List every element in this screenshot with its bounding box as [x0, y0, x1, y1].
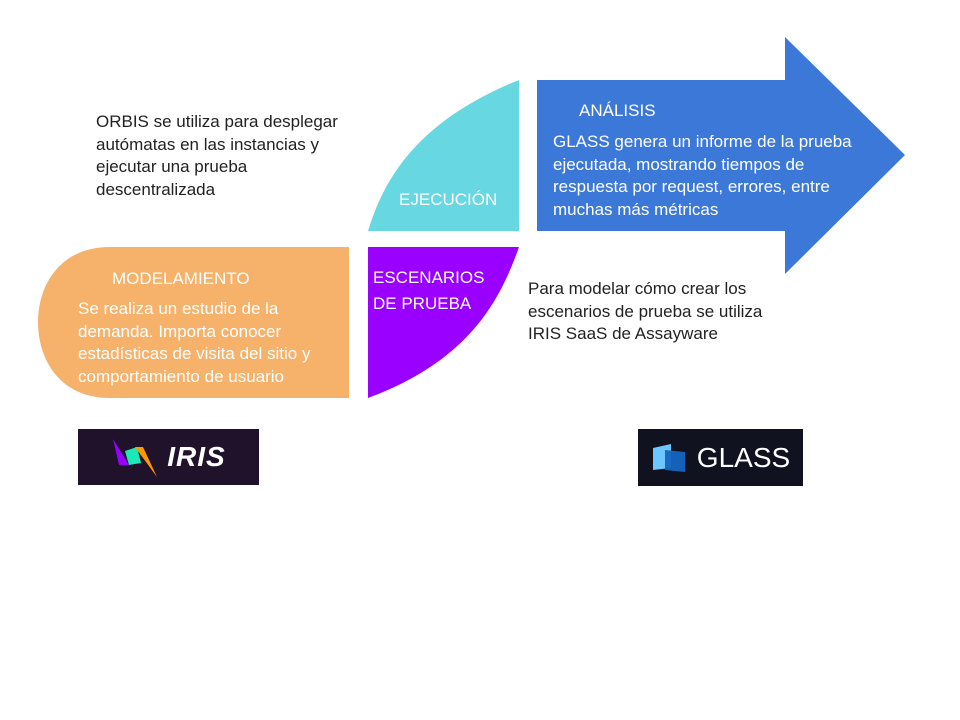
ejecucion-label: EJECUCIÓN: [399, 190, 498, 209]
iris-logo-mark-icon: [113, 439, 158, 477]
analisis-title: ANÁLISIS: [579, 101, 656, 120]
escenarios-label-2: DE PRUEBA: [373, 294, 472, 313]
escenarios-shape: [368, 247, 519, 398]
glass-logo-mark-icon: [652, 443, 685, 472]
iris-logo: IRIS: [78, 429, 259, 485]
iris-logo-text: IRIS: [167, 441, 226, 472]
analisis-arrow: [537, 37, 905, 274]
analisis-body: GLASS genera un informe de la prueba eje…: [553, 132, 852, 219]
glass-logo-text: GLASS: [696, 441, 791, 473]
escenarios-label-1: ESCENARIOS: [373, 268, 485, 287]
modelamiento-shape: [38, 247, 349, 398]
modelamiento-body: Se realiza un estudio de la demanda. Imp…: [78, 299, 311, 386]
ejecucion-shape: [368, 80, 519, 231]
glass-logo: GLASS: [638, 429, 803, 486]
modelamiento-title: MODELAMIENTO: [112, 269, 250, 288]
iris-text: Para modelar cómo crear los escenarios d…: [528, 279, 763, 343]
orbis-text: ORBIS se utiliza para desplegar autómata…: [96, 112, 338, 199]
